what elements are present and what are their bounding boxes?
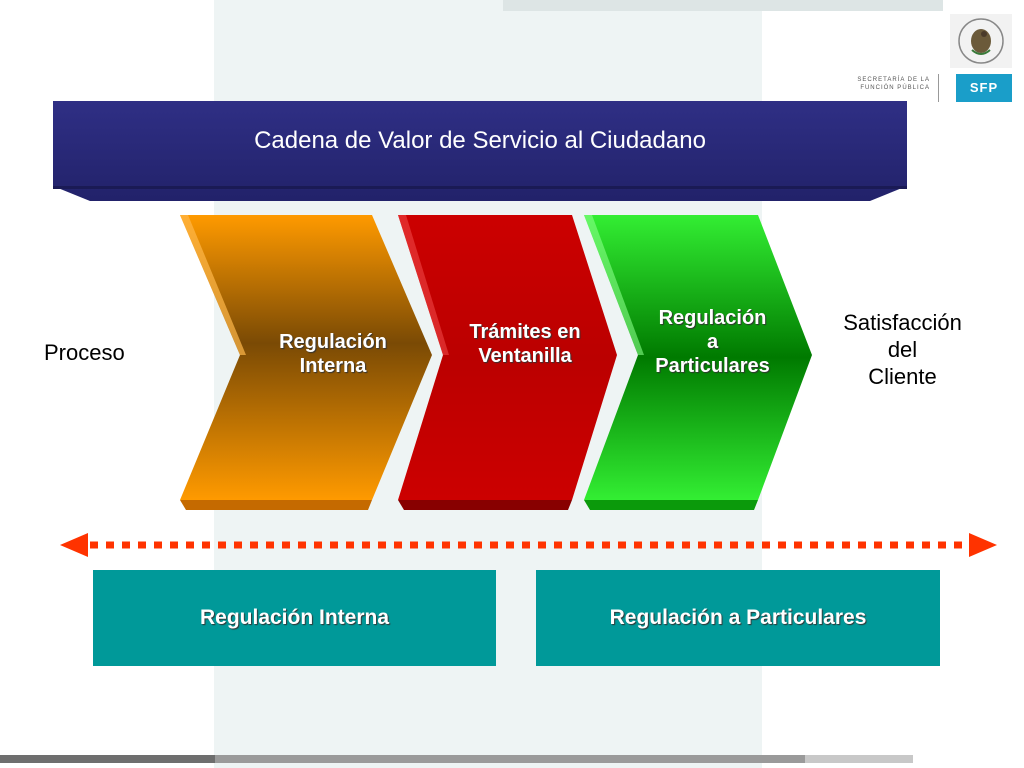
mexican-coat-of-arms-icon: [950, 14, 1012, 68]
chevron-label-line: Ventanilla: [478, 345, 572, 367]
chevron-label-line: a: [706, 331, 719, 353]
ministry-line-2: FUNCIÓN PÚBLICA: [860, 85, 930, 91]
chevron-label-line: Particulares: [655, 355, 770, 377]
bottom-bar-segment: [215, 755, 805, 763]
chevron-label-tramites: Trámites en Ventanilla: [440, 320, 610, 368]
title-banner: [53, 101, 907, 201]
ministry-line-1: SECRETARÍA DE LA: [857, 77, 930, 83]
chevron-label-line: Interna: [299, 355, 367, 377]
bottom-bar-segment: [805, 755, 913, 763]
chevron-label-line: Regulación: [279, 331, 387, 353]
bottom-bar-segment: [0, 755, 215, 763]
satisfaction-line-1: Satisfacción: [843, 310, 962, 335]
box-regulacion-interna: Regulación Interna: [93, 570, 496, 666]
sfp-badge: SFP: [956, 74, 1012, 102]
top-decorative-bar: [503, 0, 943, 11]
ministry-name: SECRETARÍA DE LA FUNCIÓN PÚBLICA: [850, 76, 930, 92]
logo-divider: [938, 74, 939, 102]
chevron-label-particulares: Regulación a Particulares: [630, 306, 795, 378]
chevron-regulacion-particulares: [584, 215, 812, 510]
satisfaction-line-2: del: [887, 337, 918, 362]
chevron-label-regulacion-interna: Regulación Interna: [248, 330, 418, 378]
chevron-label-line: Regulación: [658, 307, 767, 329]
chevron-regulacion-interna: [180, 215, 432, 510]
process-label: Proceso: [44, 340, 125, 365]
box-regulacion-particulares: Regulación a Particulares: [536, 570, 940, 666]
logo-area: SECRETARÍA DE LA FUNCIÓN PÚBLICA SFP: [850, 12, 1020, 102]
chevron-tramites-ventanilla: [398, 215, 617, 510]
satisfaction-line-3: Cliente: [868, 364, 937, 389]
page-title: Cadena de Valor de Servicio al Ciudadano: [254, 127, 706, 154]
customer-satisfaction-label: Satisfacción del Cliente: [820, 309, 985, 390]
chevron-label-line: Trámites en: [469, 321, 581, 343]
